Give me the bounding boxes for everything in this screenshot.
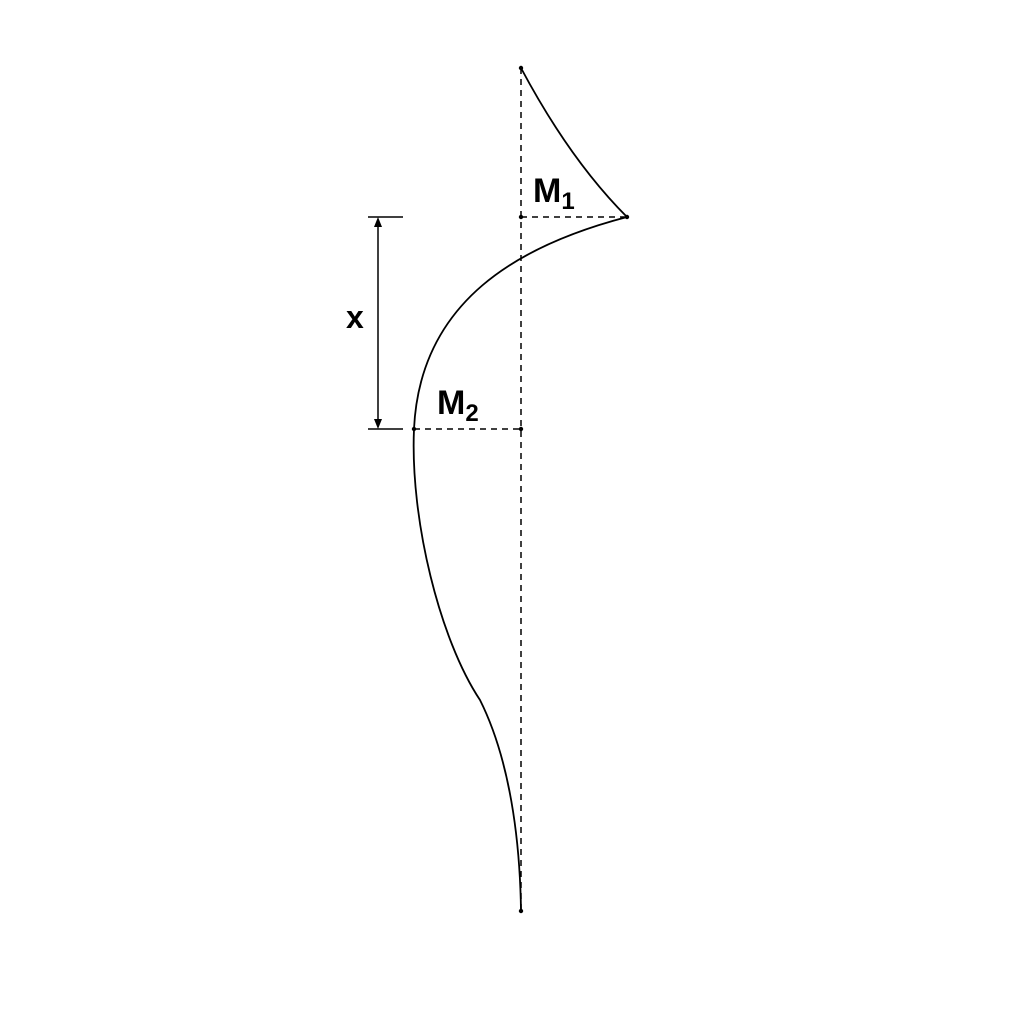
moment-curve-top <box>520 67 628 218</box>
node-m1-axis <box>518 214 524 220</box>
moment-curve-main <box>412 216 628 912</box>
node-m2-axis <box>518 426 524 432</box>
label-m1-main: M <box>533 172 561 210</box>
node-m2-peak <box>411 426 417 432</box>
node-m1-peak <box>624 214 630 220</box>
label-m2: M2 <box>437 384 479 427</box>
label-m1-sub: 1 <box>561 188 574 215</box>
node-top <box>518 65 524 71</box>
label-x: x <box>346 299 364 335</box>
label-m1: M1 <box>533 172 575 215</box>
label-m2-main: M <box>437 384 465 422</box>
node-bottom <box>518 908 524 914</box>
label-m2-sub: 2 <box>465 400 478 427</box>
